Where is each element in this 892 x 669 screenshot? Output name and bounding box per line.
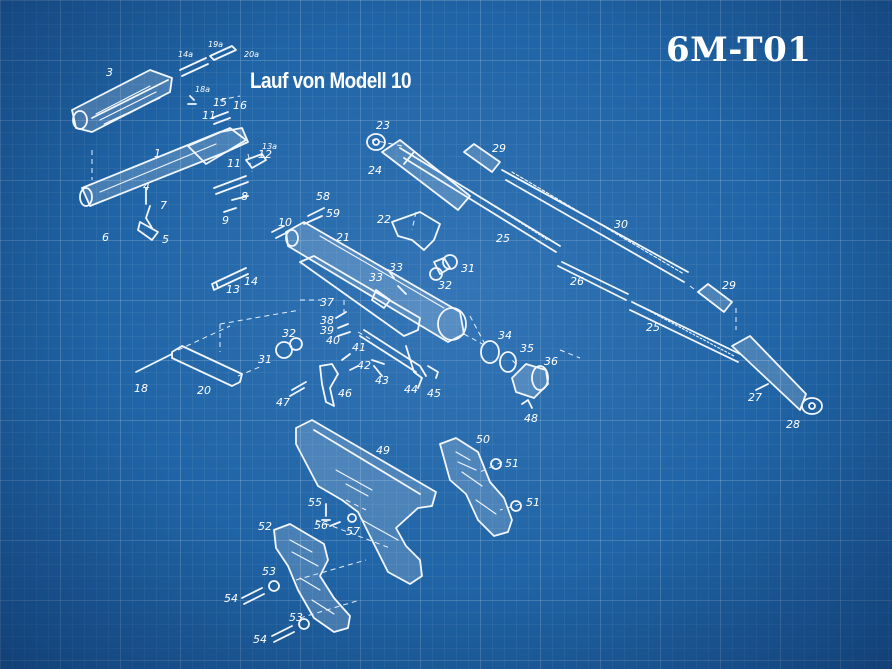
part-number-24: 24 [368, 164, 382, 177]
part-number-13a: 13a [262, 142, 277, 151]
barrel-small-parts [91, 45, 267, 241]
part-number-12: 12 [258, 148, 272, 161]
part-number-34: 34 [498, 329, 512, 342]
barrel-cover-part [71, 69, 173, 133]
part-number-20a: 20a [244, 50, 259, 59]
part-number-5: 5 [162, 233, 169, 246]
part-number-29b: 29 [722, 279, 736, 292]
part-number-43: 43 [375, 374, 389, 387]
part-number-45: 45 [427, 387, 441, 400]
part-number-8: 8 [241, 190, 248, 203]
part-number-15: 15 [213, 96, 227, 109]
part-number-47: 47 [276, 396, 290, 409]
part-number-46: 46 [338, 387, 352, 400]
part-number-31b: 31 [258, 353, 272, 366]
part-number-23: 23 [376, 119, 390, 132]
spring-guide-parts [399, 143, 823, 415]
part-number-30: 30 [614, 218, 628, 231]
part-number-25a: 25 [496, 232, 510, 245]
part-number-3: 3 [106, 66, 113, 79]
seal-and-cap-parts [463, 333, 549, 409]
document-title: 6M-T01 [666, 30, 812, 70]
part-number-54a: 54 [224, 592, 238, 605]
part-number-7: 7 [160, 199, 167, 212]
part-number-51b: 51 [526, 496, 540, 509]
part-number-9: 9 [222, 214, 229, 227]
part-number-31a: 31 [461, 262, 475, 275]
part-number-25b: 25 [646, 321, 660, 334]
assembly-guide-lines [219, 139, 581, 359]
part-number-36: 36 [544, 355, 558, 368]
barrel-part [79, 127, 249, 207]
part-number-32a: 32 [438, 279, 452, 292]
part-number-58: 58 [316, 190, 330, 203]
part-number-10: 10 [278, 216, 292, 229]
part-number-56: 56 [314, 519, 328, 532]
part-number-53b: 53 [289, 611, 303, 624]
part-number-59: 59 [326, 207, 340, 220]
part-number-40: 40 [326, 334, 340, 347]
right-grip-plate-part [439, 437, 513, 537]
part-number-39: 39 [320, 324, 334, 337]
part-number-33b: 33 [369, 271, 383, 284]
part-number-18a: 18a [195, 85, 210, 94]
left-grip-plate-part [273, 523, 351, 633]
part-number-32b: 32 [282, 327, 296, 340]
part-number-18: 18 [134, 382, 148, 395]
part-number-27: 27 [748, 391, 762, 404]
part-number-52: 52 [258, 520, 272, 533]
part-number-29a: 29 [492, 142, 506, 155]
part-number-53a: 53 [262, 565, 276, 578]
part-number-38: 38 [320, 314, 334, 327]
part-number-21: 21 [336, 231, 350, 244]
part-number-14a: 14a [178, 50, 193, 59]
trigger-mechanism-parts [319, 211, 451, 407]
part-number-20: 20 [197, 384, 211, 397]
part-number-48: 48 [524, 412, 538, 425]
grip-screws [241, 458, 522, 643]
part-number-41: 41 [352, 341, 366, 354]
part-number-35: 35 [520, 342, 534, 355]
part-number-1: 1 [154, 147, 161, 160]
part-number-44: 44 [404, 383, 418, 396]
part-number-28: 28 [786, 418, 800, 431]
part-number-22: 22 [377, 213, 391, 226]
part-number-4: 4 [143, 180, 150, 193]
part-number-11a: 11 [202, 109, 216, 122]
part-number-11b: 11 [227, 157, 241, 170]
cylinder-part [366, 133, 471, 211]
part-number-57: 57 [346, 525, 360, 538]
diagram-subtitle: Lauf von Modell 10 [250, 68, 412, 93]
part-number-19a: 19a [208, 40, 223, 49]
part-number-54b: 54 [253, 633, 267, 646]
part-number-50: 50 [476, 433, 490, 446]
part-number-labels: 1 3 4 5 6 7 8 9 10 11 11 12 13 13a 14 14… [102, 40, 800, 646]
part-number-55: 55 [308, 496, 322, 509]
part-number-49: 49 [376, 444, 390, 457]
part-number-14: 14 [244, 275, 258, 288]
part-number-26: 26 [570, 275, 584, 288]
part-number-37: 37 [320, 296, 334, 309]
part-number-13: 13 [226, 283, 240, 296]
part-number-51a: 51 [505, 457, 519, 470]
lever-part [135, 325, 263, 387]
part-number-33a: 33 [389, 261, 403, 274]
screw-and-pin-parts [211, 207, 458, 397]
part-number-16: 16 [233, 99, 247, 112]
grip-frame-part [295, 419, 437, 585]
part-number-42: 42 [357, 359, 371, 372]
part-number-6: 6 [102, 231, 109, 244]
